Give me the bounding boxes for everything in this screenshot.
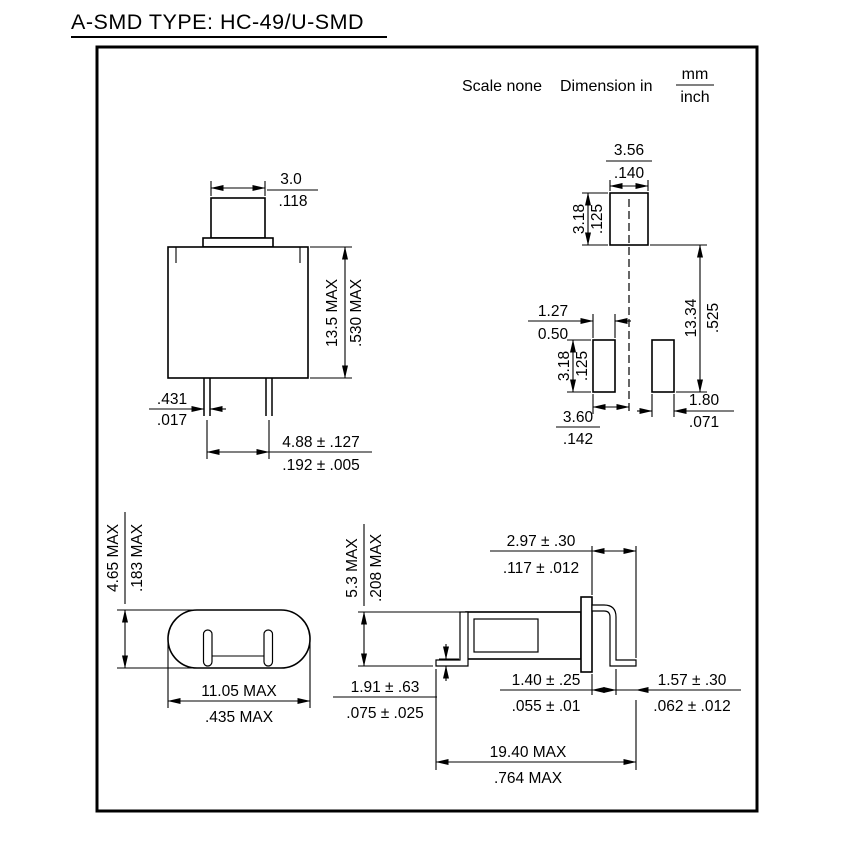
top-view-width-in: .183 MAX	[129, 523, 146, 592]
pad-top-width-mm: 3.56	[614, 142, 644, 159]
front-lead-spacing-mm: 4.88 ± .127	[282, 434, 359, 451]
pad-layout-view: 3.56 .140 3.18 .125 13.34 .525 1.27 0.50…	[528, 142, 734, 448]
front-lead-dia-in: .017	[157, 412, 187, 429]
side-lead-ext-mm: 2.97 ± .30	[507, 533, 576, 550]
right-gullwing-lead	[591, 604, 637, 667]
oval-body-outline	[167, 609, 311, 669]
side-foot-mm: 1.57 ± .30	[658, 672, 727, 689]
unit-inch-label: inch	[680, 89, 709, 106]
pad-right-offset-in: .071	[689, 414, 719, 431]
title-block: A-SMD TYPE: HC-49/U-SMD	[71, 10, 759, 813]
side-standoff-in: .075 ± .025	[346, 705, 423, 722]
top-view: 4.65 MAX .183 MAX 11.05 MAX .435 MAX	[105, 512, 311, 726]
drawing-header: Scale none Dimension in mm inch	[462, 66, 714, 106]
top-view-length-mm: 11.05 MAX	[201, 683, 277, 700]
scale-label: Scale none	[462, 78, 542, 95]
unit-mm-label: mm	[682, 66, 709, 83]
pad-lower-height-mm: 3.18	[556, 351, 573, 381]
pad-left-offset-mm: 3.60	[563, 409, 594, 426]
crystal-body-outline	[167, 246, 309, 379]
lower-left-pad-outline	[592, 339, 616, 393]
top-view-width-mm: 4.65 MAX	[105, 523, 122, 592]
side-standoff-mm: 1.91 ± .63	[351, 679, 420, 696]
front-height-mm: 13.5 MAX	[324, 278, 341, 347]
left-mount-clip	[435, 611, 469, 667]
front-view: 3.0 .118 13.5 MAX .530 MAX .431 .017 4.8…	[149, 171, 372, 474]
front-lead-spacing-in: .192 ± .005	[282, 457, 359, 474]
pad-lower-height-in: .125	[574, 351, 591, 381]
side-lead-ext-in: .117 ± .012	[503, 560, 579, 577]
lead-slot-right	[263, 629, 274, 667]
lower-right-pad-outline	[651, 339, 675, 393]
crystal-tab-outline	[210, 197, 266, 239]
side-lead-width-in: .055 ± .01	[512, 698, 581, 715]
pad-top-height-mm: 3.18	[571, 204, 588, 234]
crystal-tab-flange	[202, 237, 274, 248]
front-tab-width-in: .118	[278, 193, 307, 210]
side-overall-mm: 19.40 MAX	[490, 744, 567, 761]
side-body-inner-detail	[473, 618, 539, 653]
side-lead-width-mm: 1.40 ± .25	[512, 672, 581, 689]
dimension-in-label: Dimension in	[560, 78, 652, 95]
pad-span-mm: 13.34	[683, 298, 700, 337]
pad-right-offset-mm: 1.80	[689, 392, 720, 409]
lead-slot-left	[202, 629, 213, 667]
side-view: 5.3 MAX .208 MAX 2.97 ± .30 .117 ± .012 …	[333, 524, 741, 787]
pad-width-mm: 1.27	[538, 303, 568, 320]
pad-left-offset-in: .142	[563, 431, 593, 448]
side-foot-in: .062 ± .012	[653, 698, 730, 715]
front-tab-width-mm: 3.0	[280, 171, 302, 188]
top-view-length-in: .435 MAX	[205, 709, 274, 726]
side-height-mm: 5.3 MAX	[344, 538, 361, 598]
pad-span-in: .525	[705, 303, 722, 333]
base-flange-outline	[580, 596, 593, 673]
pad-width-in: 0.50	[538, 326, 569, 343]
drawing-border	[95, 45, 759, 813]
side-overall-in: .764 MAX	[494, 770, 563, 787]
side-height-in: .208 MAX	[368, 533, 385, 602]
pad-top-width-in: .140	[614, 165, 645, 182]
pad-top-height-in: .125	[589, 204, 606, 234]
page-title: A-SMD TYPE: HC-49/U-SMD	[71, 10, 364, 34]
front-lead-dia-mm: .431	[157, 391, 187, 408]
front-height-in: .530 MAX	[348, 278, 365, 347]
